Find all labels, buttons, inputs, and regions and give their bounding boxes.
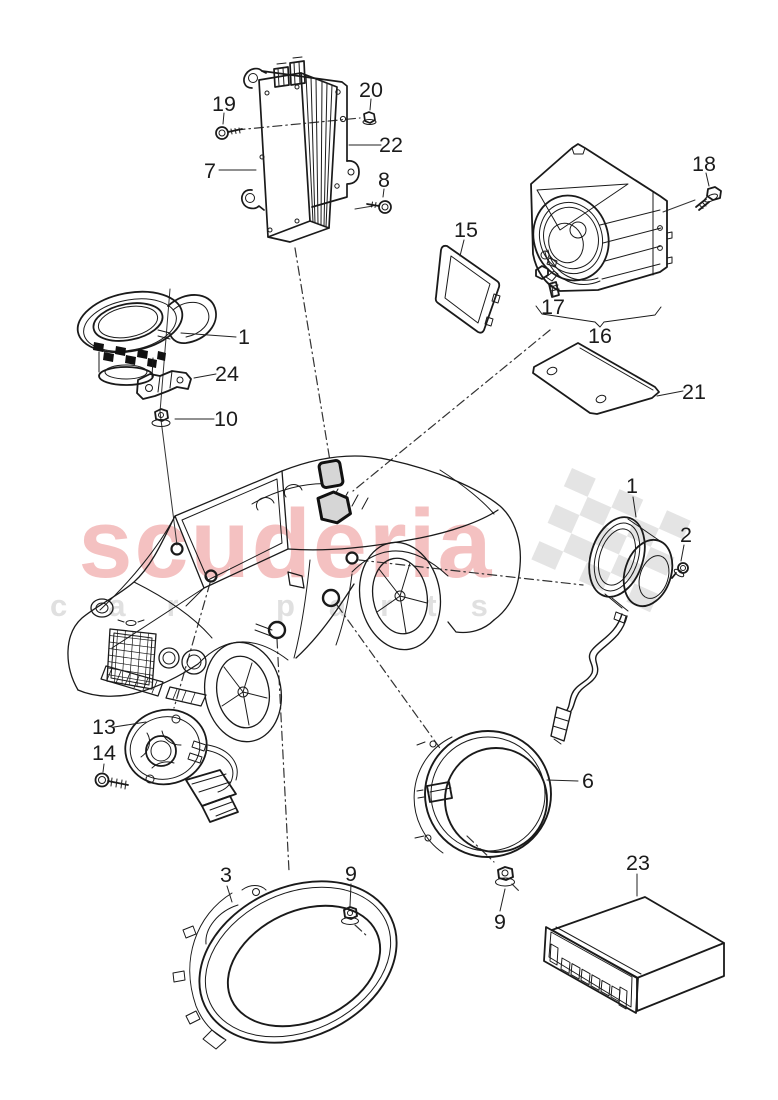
subwoofer-driver: [532, 194, 610, 282]
speaker-basket-checker: [93, 342, 166, 368]
callout-label-9-left: 9: [345, 862, 357, 886]
nut-9-right: [495, 866, 515, 887]
marker-deck-grille-hexagon: [316, 490, 352, 525]
speaker-1-right-assembly: [550, 516, 689, 745]
callout-label-21: 21: [682, 380, 706, 404]
callout-label-17: 17: [541, 295, 565, 319]
bentley-badge: [125, 620, 137, 626]
marker-dash-speaker: [204, 569, 218, 583]
callout-leader-ticks: [102, 98, 710, 912]
cover-plate-21: [532, 342, 660, 415]
speaker-1-left-assembly: [76, 290, 217, 427]
callout-label-24: 24: [215, 362, 239, 386]
bolt-18: [695, 186, 722, 211]
screw-8: [366, 200, 392, 214]
watermark-tagline-word2: parts: [276, 588, 522, 623]
marker-front-door-speaker: [267, 620, 287, 640]
headlights: [90, 598, 207, 675]
watermark-brand-text: scuderia: [79, 489, 494, 598]
callout-label-1-right: 1: [626, 474, 638, 498]
tweeter-13-assembly: [94, 708, 239, 823]
oval-speaker-3-assembly: [172, 880, 398, 1050]
nut-20: [362, 111, 377, 125]
head-unit-23: [543, 896, 725, 1014]
screw-17: [535, 265, 560, 298]
callout-label-23: 23: [626, 851, 650, 875]
door-mirror: [287, 571, 305, 589]
subwoofer-assembly-16: [530, 143, 722, 328]
watermark-tagline-word1: car: [50, 588, 220, 623]
marker-windshield-speaker: [170, 542, 184, 556]
marker-rear-door-speaker: [321, 588, 341, 608]
amplifier-connectors: [273, 56, 306, 88]
faceplate-slots: [549, 943, 628, 1010]
screw-19: [215, 126, 243, 140]
marker-deck-grille-square: [317, 459, 345, 489]
speaker-cable: [550, 613, 628, 745]
front-wheel: [203, 641, 283, 743]
callout-label-22: 22: [379, 133, 403, 157]
nut-9-left: [341, 906, 359, 925]
trim-frame-15: [434, 244, 501, 334]
callout-label-7: 7: [204, 159, 216, 183]
amplifier-7: [258, 56, 338, 243]
callout-label-6: 6: [582, 769, 594, 793]
round-speaker-6-assembly: [413, 730, 552, 887]
callout-labels: 19 20 22 7 8 18 15 17 16 21 1 24 10 1 2 …: [92, 78, 716, 934]
callout-label-15: 15: [454, 218, 478, 242]
bracket-24: [136, 370, 192, 400]
callout-label-3: 3: [220, 863, 232, 887]
grille: [106, 619, 157, 690]
callout-label-19: 19: [212, 92, 236, 116]
callout-label-14: 14: [92, 741, 116, 765]
callout-label-10: 10: [214, 407, 238, 431]
amplifier-assembly: [215, 56, 392, 243]
callout-label-1-left: 1: [238, 325, 250, 349]
car-illustration: [67, 455, 522, 743]
screw-2: [671, 562, 689, 579]
rear-wheel: [358, 541, 442, 651]
bumper-intakes: [100, 665, 207, 707]
callout-label-8: 8: [378, 168, 390, 192]
callout-label-2: 2: [680, 523, 692, 547]
callout-label-13: 13: [92, 715, 116, 739]
marker-rear-quarter-speaker: [345, 551, 359, 565]
nut-10: [151, 408, 171, 427]
callout-label-9-right: 9: [494, 910, 506, 934]
screw-14: [94, 772, 129, 790]
callout-label-20: 20: [359, 78, 383, 102]
callout-label-18: 18: [692, 152, 716, 176]
callout-label-16: 16: [588, 324, 612, 348]
